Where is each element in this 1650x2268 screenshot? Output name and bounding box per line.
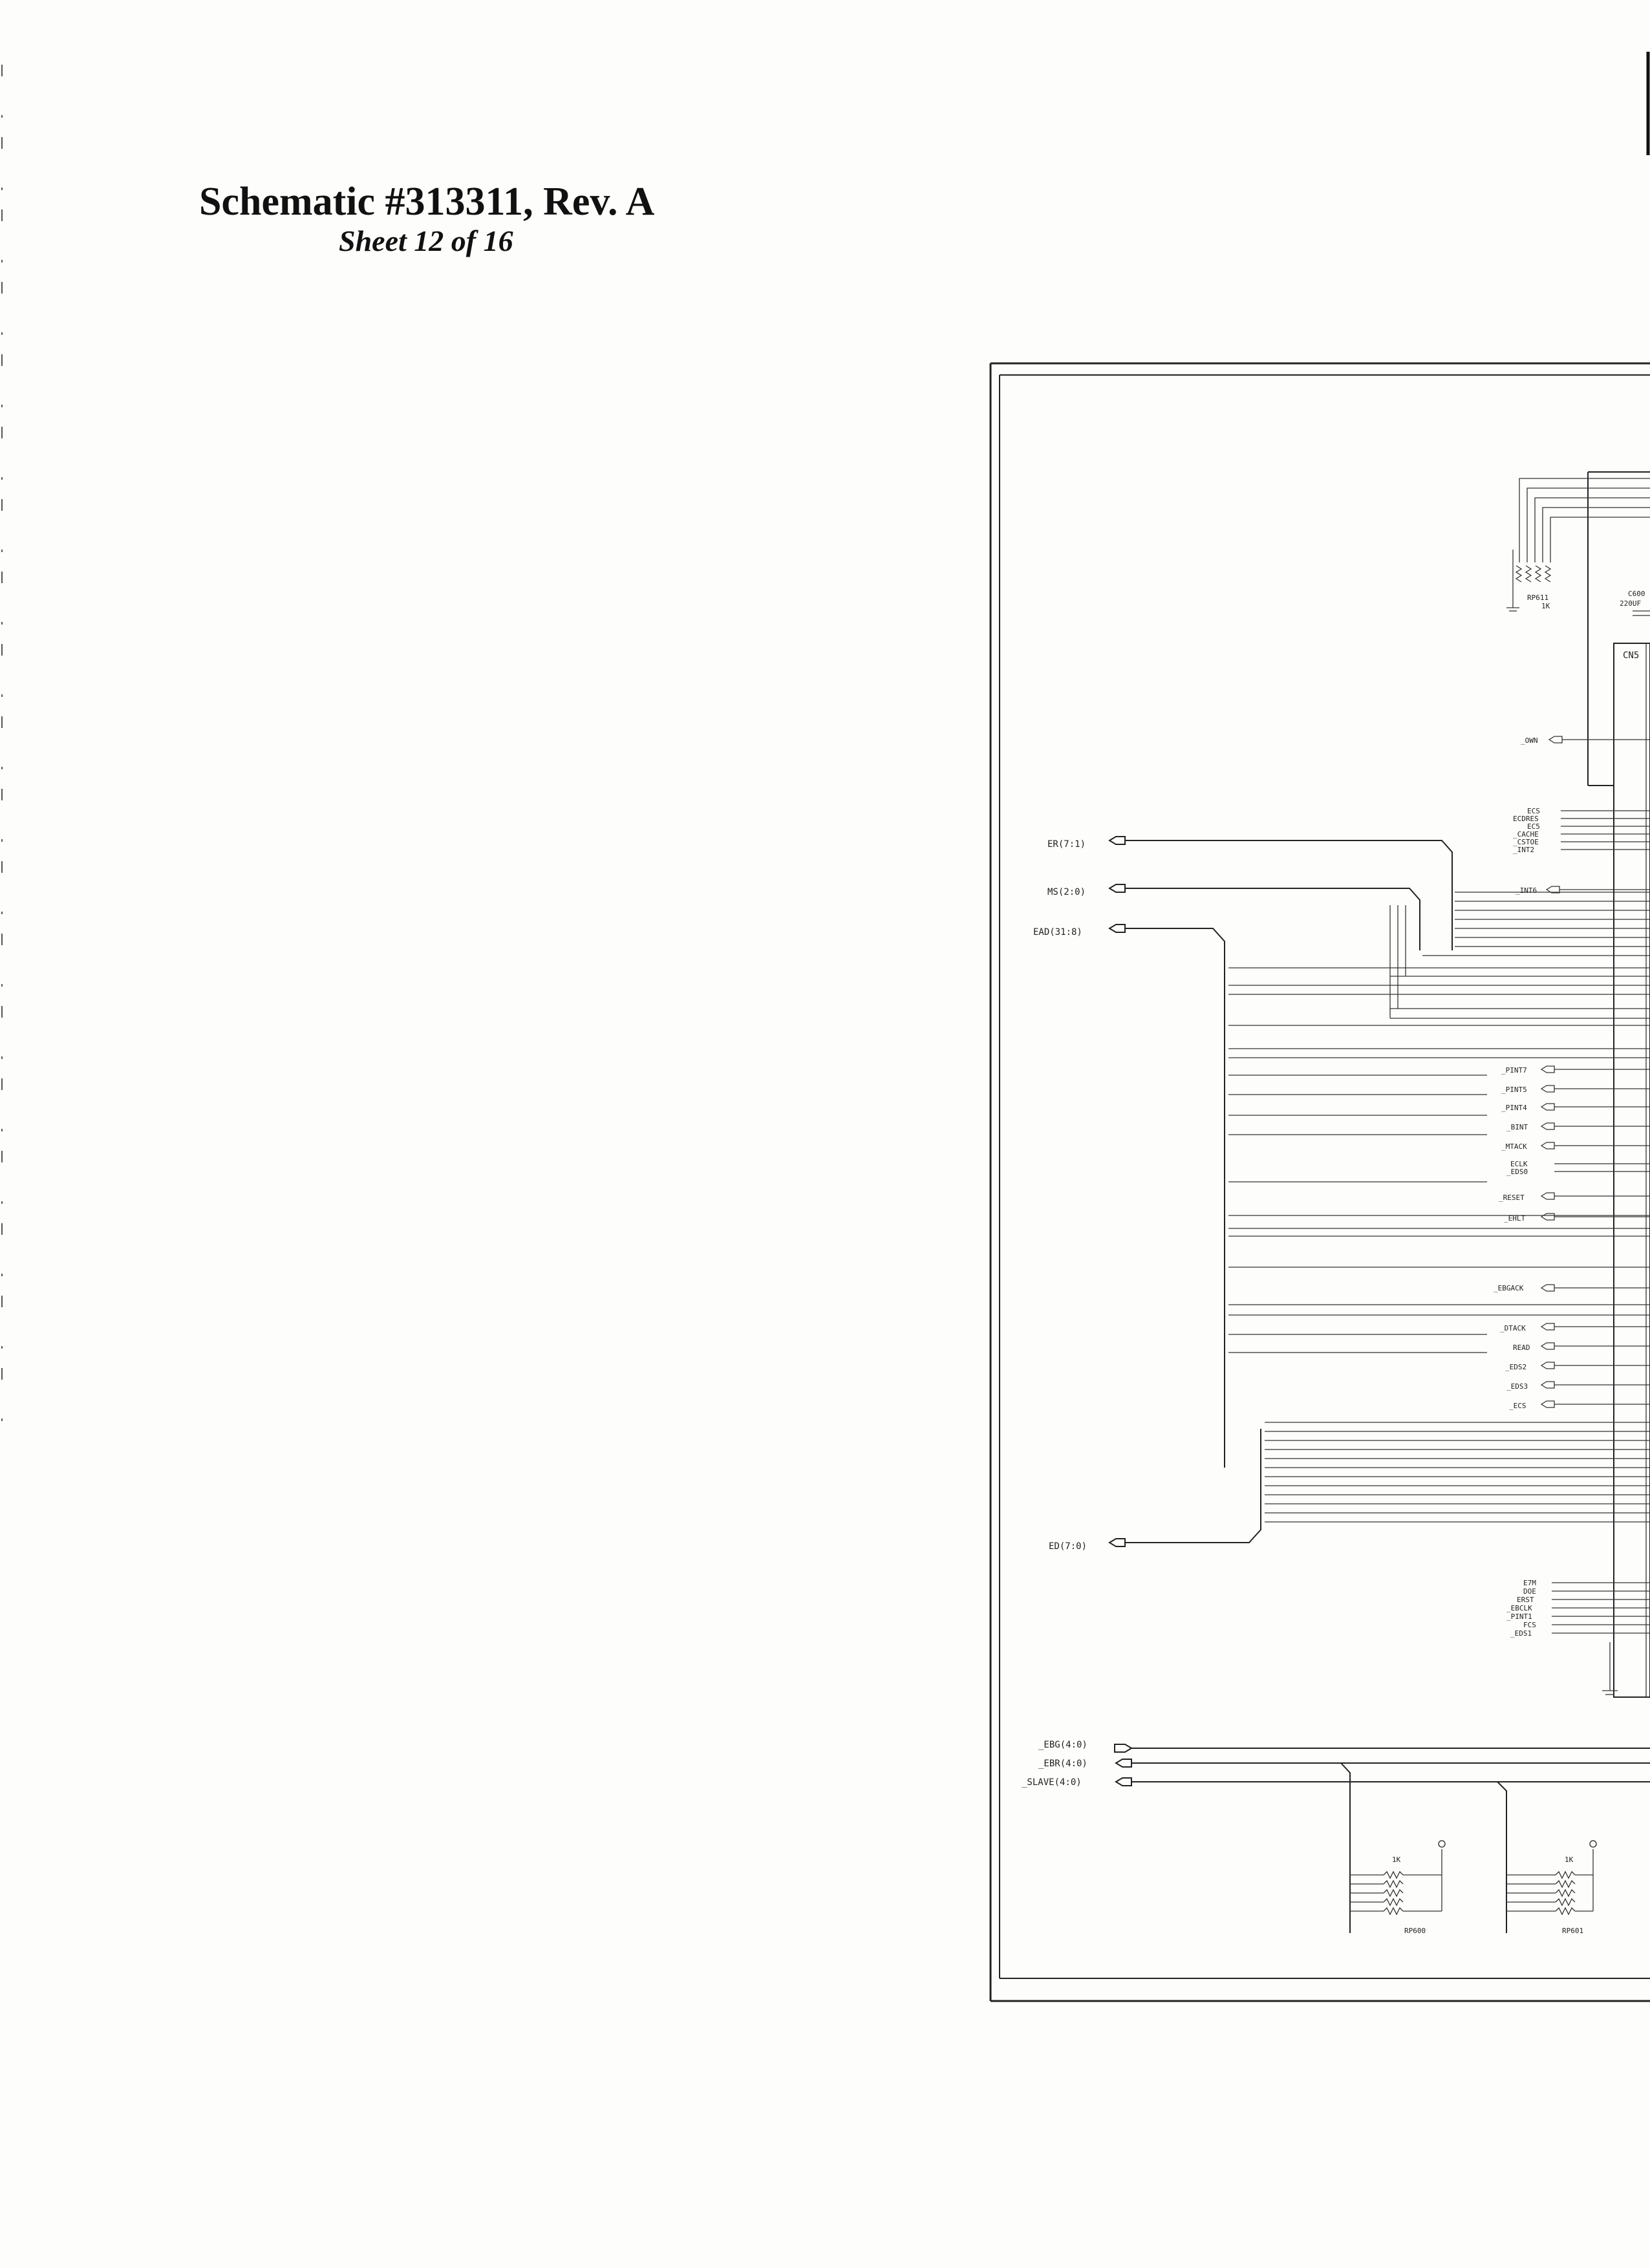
capacitor-c600: C600 220UF [1620, 590, 1650, 616]
rp601-value: 1K [1565, 1856, 1574, 1864]
signal-ecs-low: _ECS [1509, 1402, 1527, 1410]
rp611-ref: RP611 [1527, 594, 1548, 602]
port-slave-label: _SLAVE(4:0) [1022, 1777, 1082, 1788]
bottom-buses: _EBG(4:0) _EBR(4:0) _SLAVE(4:0) [1022, 1740, 1650, 1933]
signal-eds2: _EDS2 [1505, 1363, 1527, 1371]
resistor-pack-rp601: 1K RP601 [1506, 1840, 1597, 1935]
signal-doe: DOE [1523, 1587, 1536, 1596]
cn5-label: CN5 [1623, 650, 1639, 661]
c600-ref: C600 [1628, 590, 1645, 598]
signal-arrows [1540, 886, 1560, 1408]
signal-pint1: _PINT1 [1506, 1612, 1532, 1621]
port-ed-label: ED(7:0) [1049, 1541, 1087, 1552]
signal-cstoe: _CSTOE [1513, 838, 1539, 846]
signal-ehlt: _EHLT [1504, 1214, 1525, 1223]
signal-ebclk: _EBCLK [1506, 1604, 1532, 1612]
signal-mtack: _MTACK [1501, 1142, 1527, 1151]
signal-e7m: E7M [1523, 1579, 1536, 1587]
signal-eds0: _EDS0 [1506, 1168, 1528, 1176]
signal-ecs: ECS [1527, 807, 1540, 815]
rp601-ref: RP601 [1562, 1927, 1583, 1935]
signal-fcs: FCS [1523, 1621, 1536, 1629]
signal-cache: _CACHE [1513, 830, 1539, 839]
signal-own: _OWN [1521, 736, 1538, 745]
rp600-value: 1K [1392, 1856, 1401, 1864]
signal-dtack: _DTACK [1500, 1324, 1526, 1332]
signal-pint5: _PINT5 [1501, 1086, 1527, 1094]
border-frame [989, 362, 1650, 2002]
signal-bint: _BINT [1506, 1123, 1528, 1131]
signal-ec5: EC5 [1527, 822, 1540, 831]
scan-right-edge [1646, 52, 1650, 155]
port-ms-label: MS(2:0) [1047, 887, 1086, 897]
port-ebg-label: _EBG(4:0) [1038, 1740, 1088, 1750]
signal-reset: _RESET [1499, 1193, 1525, 1202]
signal-pint7: _PINT7 [1501, 1066, 1527, 1075]
signal-read: READ [1513, 1343, 1530, 1352]
signal-ecdres: ECDRES [1513, 815, 1539, 823]
scan-left-edge [1, 65, 3, 1422]
port-ebr-label: _EBR(4:0) [1038, 1759, 1088, 1769]
resistor-pack-rp611: RP611 1K [1506, 478, 1650, 612]
signal-eclk: ECLK [1510, 1160, 1528, 1168]
c600-value: 220UF [1620, 599, 1641, 608]
signal-labels: _OWN ECS ECDRES EC5 _CACHE _CSTOE _INT2 … [1494, 736, 1650, 1695]
bus-ed: ED(7:0) [1049, 1429, 1261, 1552]
signal-ebgack: _EBGACK [1494, 1284, 1524, 1292]
signal-erst: ERST [1517, 1596, 1534, 1604]
port-ead-label: EAD(31:8) [1033, 927, 1082, 937]
bus-ead: EAD(31:8) [1033, 924, 1225, 1468]
signal-int6: _INT6 [1516, 886, 1537, 895]
signal-eds1: _EDS1 [1510, 1629, 1532, 1638]
signal-eds3: _EDS3 [1506, 1382, 1528, 1391]
sheet-number: Sheet 12 of 16 [339, 224, 513, 257]
port-er-label: ER(7:1) [1047, 839, 1086, 850]
signal-pint4: _PINT4 [1501, 1104, 1527, 1112]
rp611-value: 1K [1541, 602, 1550, 610]
rp600-ref: RP600 [1404, 1927, 1426, 1935]
resistor-pack-rp600: 1K RP600 [1350, 1840, 1446, 1935]
document-title: Schematic #313311, Rev. A [199, 180, 655, 224]
signal-int2: _INT2 [1513, 846, 1534, 854]
bus-ms: MS(2:0) [1047, 884, 1420, 950]
connector-cn5: CN5 [1587, 471, 1650, 1698]
bus-er: ER(7:1) [1047, 836, 1453, 950]
signal-wires [1228, 643, 1650, 1697]
title-block: Schematic #313311, Rev. A Sheet 12 of 16 [199, 178, 781, 257]
